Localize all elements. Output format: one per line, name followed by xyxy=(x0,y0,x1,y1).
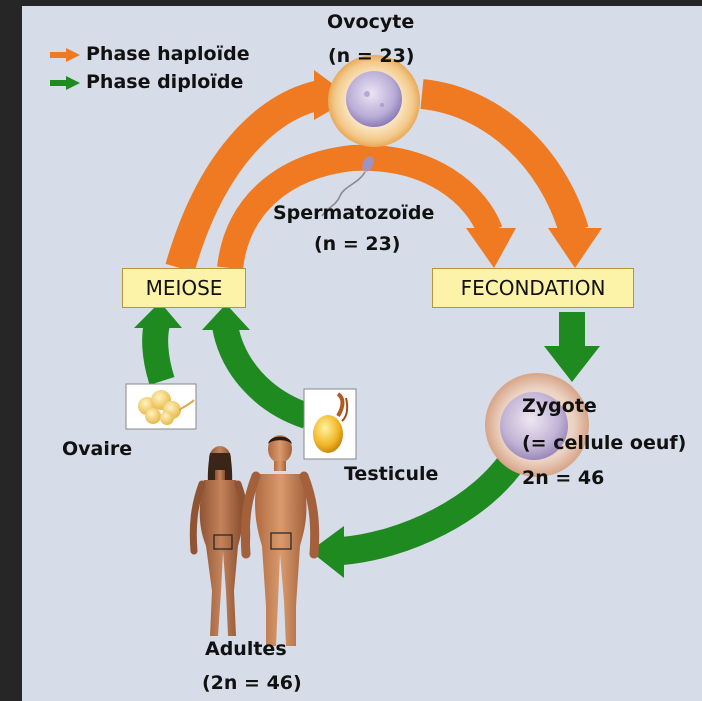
ovaire-label: Ovaire xyxy=(62,439,132,461)
life-cycle-diagram xyxy=(22,6,702,701)
adults-illustration xyxy=(193,435,314,646)
woman-figure xyxy=(193,446,246,636)
ovary-thumbnail xyxy=(126,384,196,429)
legend-label-diploid: Phase diploïde xyxy=(86,72,243,94)
adultes-ploidy: (2n = 46) xyxy=(202,673,302,695)
legend-item-haploid: Phase haploïde xyxy=(50,44,250,66)
testicle-thumbnail xyxy=(304,389,356,459)
ovocyte-cell xyxy=(328,55,420,147)
zygote-cell xyxy=(485,373,589,477)
testicule-label: Testicule xyxy=(344,464,438,486)
green-arrow-icon xyxy=(50,76,80,90)
orange-arrow-icon xyxy=(50,48,80,62)
zygote-ploidy: 2n = 46 xyxy=(522,468,604,490)
legend-label-haploid: Phase haploïde xyxy=(86,44,250,66)
man-figure xyxy=(245,435,314,646)
spermatozoide-ploidy: (n = 23) xyxy=(314,234,400,256)
spermatozoide-label: Spermatozoïde xyxy=(273,203,434,225)
meiose-box: MEIOSE xyxy=(122,268,246,308)
ovocyte-label: Ovocyte xyxy=(327,12,414,34)
adultes-label: Adultes xyxy=(205,639,287,661)
zygote-note: (= cellule oeuf) xyxy=(522,433,686,455)
zygote-label: Zygote xyxy=(522,396,597,418)
ovocyte-ploidy: (n = 23) xyxy=(328,46,414,68)
legend-item-diploid: Phase diploïde xyxy=(50,72,243,94)
diagram-panel: Phase haploïde Phase diploïde Ovocyte (n… xyxy=(22,6,702,701)
fecondation-box: FECONDATION xyxy=(432,268,634,308)
